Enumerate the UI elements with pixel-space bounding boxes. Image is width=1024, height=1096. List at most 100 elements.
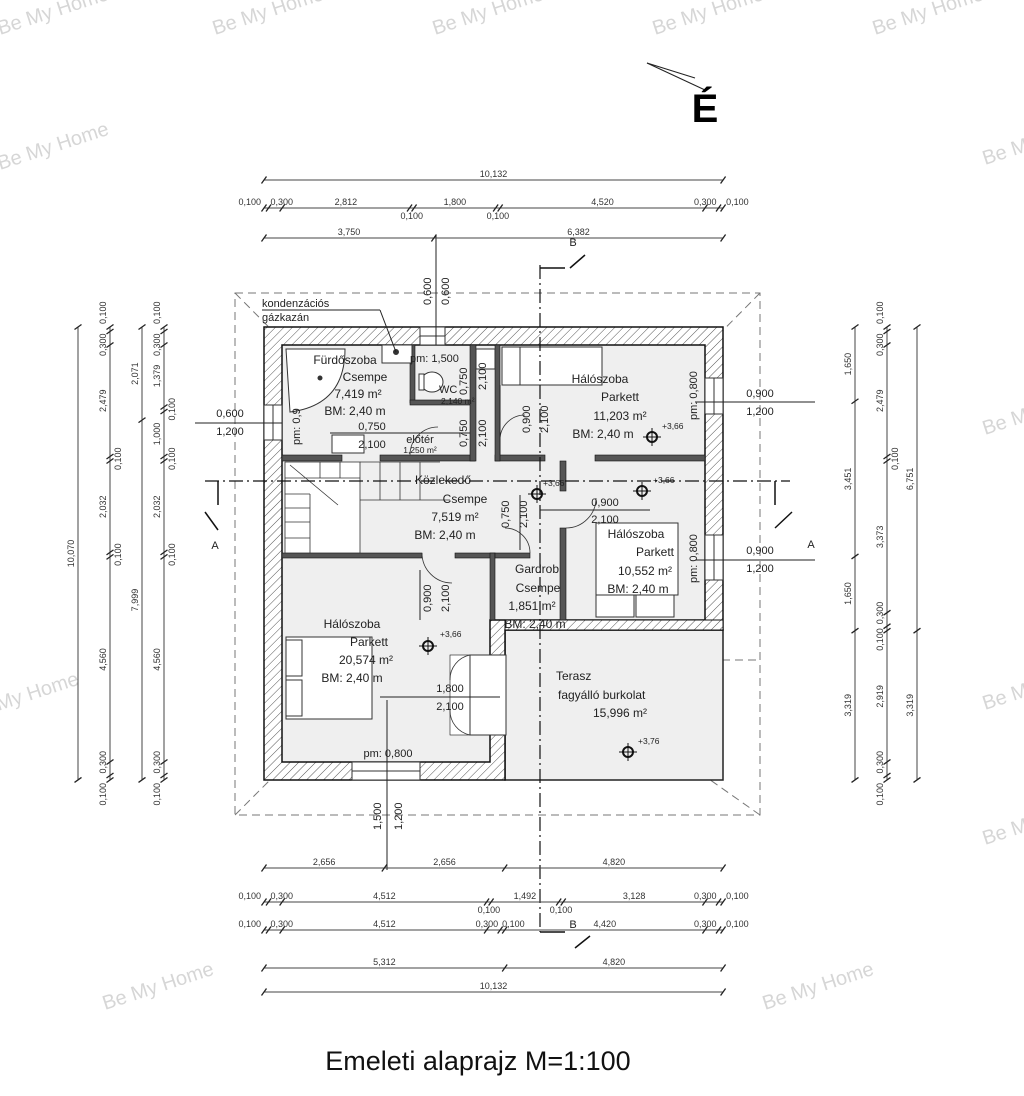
dimension-tick xyxy=(501,964,508,972)
window-height: 1,200 xyxy=(746,406,774,418)
dimension-tick xyxy=(851,398,859,405)
section-lines xyxy=(205,265,790,932)
dimension-tick xyxy=(483,898,490,906)
dimension-tick xyxy=(138,417,146,424)
dimension-tick xyxy=(883,627,891,634)
door-height: 2,100 xyxy=(518,500,530,528)
dimension-label: 3,750 xyxy=(338,227,361,237)
watermark-text: Be My Home xyxy=(760,958,877,1015)
watermark-text: Be My Home xyxy=(980,793,1024,850)
dimension-tick xyxy=(265,926,272,934)
room-height: BM: 2,40 m xyxy=(607,582,668,596)
dimension-label: 0,300 xyxy=(694,891,717,901)
dimension-tick xyxy=(497,926,504,934)
dimension-tick xyxy=(160,772,168,779)
dimension-label: 10,132 xyxy=(480,981,508,991)
dimension-tick xyxy=(883,328,891,335)
dimension-tick xyxy=(720,234,727,242)
room-floor: Parkett xyxy=(636,545,675,559)
room-area: 11,203 m² xyxy=(593,409,646,423)
dimension-tick xyxy=(279,204,286,212)
dimension-tick xyxy=(913,627,921,634)
dimension-label: 7,999 xyxy=(130,589,140,612)
watermark-text: Be My Home xyxy=(650,0,767,40)
boiler-label: kondenzációs xyxy=(262,298,330,310)
dimension-label: 0,100 xyxy=(478,905,501,915)
dimension-label: 0,100 xyxy=(113,543,123,566)
dimension-tick xyxy=(260,204,268,212)
dimension-tick xyxy=(160,776,168,784)
dimension-label: 6,382 xyxy=(567,227,590,237)
dimension-label: 0,100 xyxy=(502,919,525,929)
dimension-tick xyxy=(106,341,114,349)
window-height: 1,200 xyxy=(746,563,774,575)
dimension-tick xyxy=(883,453,891,460)
dimension-tick xyxy=(720,988,727,996)
door-width: 0,900 xyxy=(422,584,434,612)
dimension-tick xyxy=(260,176,268,184)
dimension-label: 0,300 xyxy=(694,197,717,207)
door-width: 0,750 xyxy=(500,500,512,528)
window-height: 0,600 xyxy=(440,277,452,305)
dimension-tick xyxy=(497,204,504,212)
watermark-text: Be My Home xyxy=(430,0,547,40)
dimension-tick xyxy=(160,328,168,335)
sill-height: pm: 0,9 xyxy=(291,408,303,445)
window-width: 1,500 xyxy=(372,802,384,830)
dimension-tick xyxy=(160,323,168,331)
room-area: 10,552 m² xyxy=(618,564,672,578)
watermark-text: Be My Home xyxy=(0,118,111,175)
dimension-tick xyxy=(265,204,272,212)
level-label: +3,76 xyxy=(638,736,660,746)
dimension-tick xyxy=(160,453,168,460)
dimension-label: 1,800 xyxy=(444,197,467,207)
room-height: BM: 2,40 m xyxy=(572,427,633,441)
door-height: 2,100 xyxy=(477,362,489,390)
level-label: +3,66 xyxy=(543,478,565,488)
dimension-label: 1,650 xyxy=(843,353,853,376)
dimension-tick xyxy=(106,457,114,465)
dimension-tick xyxy=(106,776,114,784)
dimension-label: 2,479 xyxy=(98,389,108,412)
dimension-label: 0,100 xyxy=(890,447,900,470)
dimension-tick xyxy=(160,341,168,349)
room-bedroom-1: Hálószoba Parkett 11,203 m² BM: 2,40 m xyxy=(572,372,647,441)
dimension-tick xyxy=(883,323,891,331)
dimension-tick xyxy=(560,898,567,906)
dimension-label: 0,100 xyxy=(875,301,885,324)
dimension-label: 0,100 xyxy=(487,211,510,221)
dimension-label: 0,100 xyxy=(98,301,108,324)
door-height: 2,100 xyxy=(358,439,386,451)
room-name: Fürdőszoba xyxy=(313,353,377,367)
dimension-label: 2,656 xyxy=(433,857,456,867)
dimension-chain: 3,750 6,382 xyxy=(260,227,727,242)
dimension-chain: 0,1000,3001,3790,1001,0000,1002,0320,100… xyxy=(152,301,177,805)
terrace-wall xyxy=(504,619,724,631)
dimension-label: 0,300 xyxy=(875,751,885,774)
dimension-label: 0,100 xyxy=(401,211,424,221)
level-marker-icon xyxy=(619,743,637,761)
dimension-tick xyxy=(381,864,388,872)
dimension-label: 4,560 xyxy=(98,648,108,671)
dimension-label: 0,100 xyxy=(167,543,177,566)
dimension-tick xyxy=(701,204,708,212)
dimension-label: 0,300 xyxy=(476,919,499,929)
dimension-tick xyxy=(106,453,114,460)
dimension-tick xyxy=(883,457,891,465)
dimension-tick xyxy=(260,988,268,996)
dimension-tick xyxy=(260,926,268,934)
dimension-tick xyxy=(411,204,418,212)
dimension-tick xyxy=(555,898,562,906)
sill-height: pm: 0,800 xyxy=(688,534,700,583)
dimension-tick xyxy=(913,776,921,783)
washbasin xyxy=(331,434,365,454)
wc-label: WC xyxy=(439,384,457,396)
dimension-tick xyxy=(160,553,168,560)
dimension-label: 2,812 xyxy=(335,197,358,207)
dimension-tick xyxy=(279,898,286,906)
dimension-tick xyxy=(851,323,859,331)
dimension-label: 5,312 xyxy=(373,957,396,967)
